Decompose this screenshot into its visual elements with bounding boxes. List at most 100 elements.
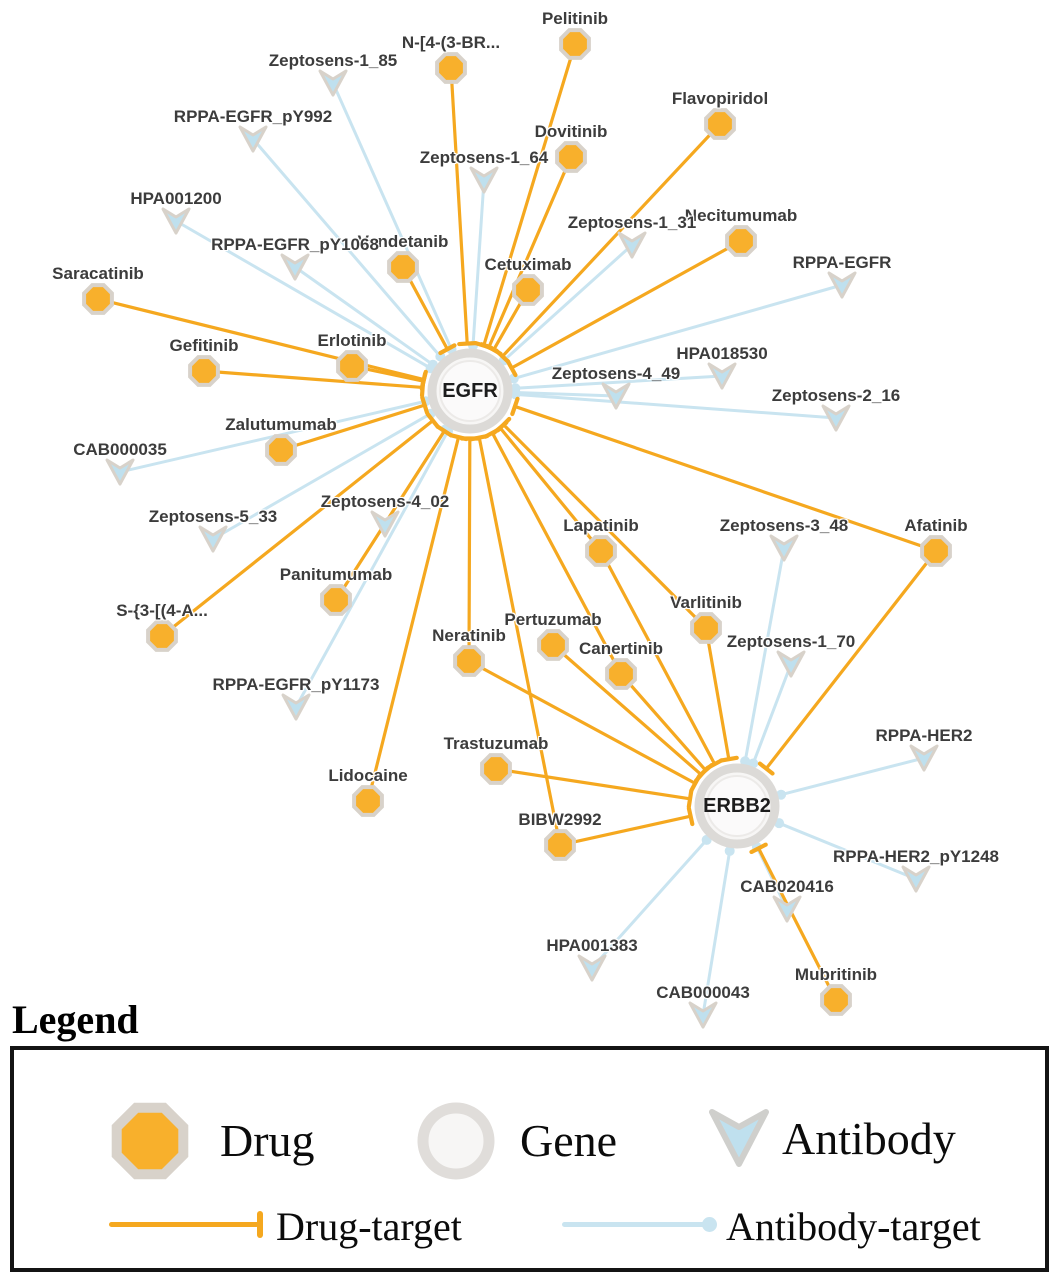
node-label: Lapatinib: [563, 516, 639, 535]
edge-antibody-target: [512, 283, 844, 381]
edge-drug-target: [494, 767, 692, 801]
edge-drug-target: [487, 155, 573, 349]
node-antibody-zeptosens-1-64[interactable]: Zeptosens-1_64: [420, 148, 548, 197]
node-drug-cetuximab[interactable]: Cetuximab: [485, 255, 571, 310]
node-antibody-rppa-egfr-py1068[interactable]: RPPA-EGFR_pY1068: [211, 235, 379, 284]
node-drug-n-4-3-br[interactable]: N-[4-(3-BR...: [402, 33, 500, 88]
edge-antibody-target: [294, 429, 450, 709]
antibody-chevron-icon: [105, 458, 135, 486]
antibody-chevron-icon: [769, 534, 799, 562]
drug-octagon-icon: [352, 785, 384, 817]
edge-antibody-target: [251, 137, 442, 359]
node-label: Vandetanib: [357, 232, 449, 251]
node-antibody-zeptosens-1-70[interactable]: Zeptosens-1_70: [727, 632, 855, 681]
antibody-chevron-icon: [370, 510, 400, 538]
drug-edge-tee: [457, 341, 478, 347]
node-antibody-rppa-egfr-py1173[interactable]: RPPA-EGFR_pY1173: [213, 675, 379, 724]
node-drug-mubritinib[interactable]: Mubritinib: [795, 965, 877, 1020]
node-label: Saracatinib: [52, 264, 144, 283]
edge-antibody-target: [743, 546, 786, 763]
drug-edge-tee: [438, 343, 457, 356]
antibody-edge-endpoint-dot: [724, 845, 735, 856]
node-label: CAB000043: [656, 983, 750, 1002]
node-drug-lidocaine[interactable]: Lidocaine: [328, 766, 408, 821]
node-label: Zalutumumab: [225, 415, 337, 434]
node-antibody-cab000043[interactable]: CAB000043: [656, 983, 750, 1032]
node-drug-afatinib[interactable]: Afatinib: [904, 516, 968, 571]
node-drug-trastuzumab[interactable]: Trastuzumab: [444, 734, 548, 789]
drug-octagon-icon: [537, 629, 569, 661]
edge-drug-target: [467, 659, 697, 785]
antibody-chevron-icon: [827, 271, 857, 299]
drug-octagon-icon: [544, 829, 576, 861]
node-drug-vandetanib[interactable]: Vandetanib: [358, 232, 448, 287]
node-label: Necitumumab: [684, 206, 798, 225]
node-drug-neratinib[interactable]: Neratinib: [432, 626, 506, 681]
node-drug-s-3-4-a[interactable]: S-{3-[(4-A...: [116, 601, 208, 656]
edge-drug-target: [366, 435, 461, 803]
node-label: HPA018530: [676, 344, 768, 363]
antibody-chevron-icon: [776, 650, 806, 678]
legend-drug-target-line: [109, 1222, 259, 1227]
node-label: Neratinib: [432, 626, 506, 645]
node-drug-erlotinib[interactable]: Erlotinib: [318, 331, 386, 386]
node-antibody-cab020416[interactable]: CAB020416: [740, 877, 834, 926]
node-antibody-zeptosens-1-31[interactable]: Zeptosens-1_31: [568, 213, 696, 262]
drug-octagon-icon: [453, 645, 485, 677]
antibody-chevron-icon: [601, 382, 631, 410]
node-drug-necitumumab[interactable]: Necitumumab: [685, 206, 797, 261]
legend-drug-icon: [102, 1093, 198, 1189]
node-antibody-zeptosens-3-48[interactable]: Zeptosens-3_48: [720, 516, 848, 565]
node-label: Zeptosens-2_16: [771, 386, 901, 405]
node-antibody-rppa-her2[interactable]: RPPA-HER2: [876, 726, 972, 775]
antibody-chevron-icon: [577, 954, 607, 982]
node-drug-canertinib[interactable]: Canertinib: [579, 639, 663, 694]
drug-octagon-icon: [435, 52, 467, 84]
drug-edge-tee: [510, 396, 520, 417]
antibody-chevron-icon: [821, 404, 851, 432]
node-drug-pelitinib[interactable]: Pelitinib: [542, 9, 608, 64]
antibody-chevron-icon: [772, 895, 802, 923]
edge-drug-target: [482, 42, 577, 348]
drug-octagon-icon: [555, 141, 587, 173]
node-label: Pertuzumab: [504, 610, 602, 629]
node-drug-pertuzumab[interactable]: Pertuzumab: [504, 610, 602, 665]
node-antibody-rppa-her2-py1248[interactable]: RPPA-HER2_pY1248: [833, 847, 999, 896]
node-antibody-zeptosens-2-16[interactable]: Zeptosens-2_16: [772, 386, 900, 435]
drug-edge-tee: [749, 842, 768, 855]
node-gene-egfr[interactable]: EGFR: [422, 343, 518, 439]
node-drug-flavopiridol[interactable]: Flavopiridol: [672, 89, 768, 144]
node-drug-panitumumab[interactable]: Panitumumab: [280, 565, 392, 620]
node-label: HPA001200: [130, 189, 222, 208]
node-antibody-cab000035[interactable]: CAB000035: [73, 440, 167, 489]
edge-drug-target: [202, 369, 425, 390]
edge-drug-target: [764, 549, 938, 771]
node-drug-lapatinib[interactable]: Lapatinib: [563, 516, 639, 571]
node-antibody-hpa001200[interactable]: HPA001200: [130, 189, 222, 238]
node-drug-varlitinib[interactable]: Varlitinib: [670, 593, 742, 648]
node-label: Zeptosens-1_70: [726, 632, 856, 651]
node-antibody-hpa001383[interactable]: HPA001383: [546, 936, 638, 985]
node-drug-dovitinib[interactable]: Dovitinib: [535, 122, 607, 177]
gene-circle-icon: [694, 763, 780, 849]
node-drug-zalutumumab[interactable]: Zalutumumab: [225, 415, 337, 470]
node-antibody-zeptosens-5-33[interactable]: Zeptosens-5_33: [149, 507, 277, 556]
node-antibody-zeptosens-4-02[interactable]: Zeptosens-4_02: [321, 492, 449, 541]
node-antibody-zeptosens-1-85[interactable]: Zeptosens-1_85: [269, 51, 397, 100]
node-drug-bibw2992[interactable]: BIBW2992: [518, 810, 602, 865]
edge-drug-target: [160, 418, 435, 638]
antibody-edge-endpoint-dot: [740, 756, 751, 767]
drug-edge-tee: [757, 761, 775, 776]
node-drug-gefitinib[interactable]: Gefitinib: [170, 336, 238, 391]
node-gene-erbb2[interactable]: ERBB2: [689, 758, 785, 854]
node-drug-saracatinib[interactable]: Saracatinib: [52, 264, 144, 319]
node-antibody-zeptosens-4-49[interactable]: Zeptosens-4_49: [552, 364, 680, 413]
node-antibody-rppa-egfr[interactable]: RPPA-EGFR: [793, 253, 891, 302]
node-antibody-rppa-egfr-py992[interactable]: RPPA-EGFR_pY992: [174, 107, 332, 156]
node-antibody-hpa018530[interactable]: HPA018530: [676, 344, 768, 393]
gene-circle-icon: [427, 348, 513, 434]
node-label: HPA001383: [546, 936, 638, 955]
drug-octagon-icon: [146, 620, 178, 652]
legend-antibody-target-dot-icon: [702, 1217, 717, 1232]
